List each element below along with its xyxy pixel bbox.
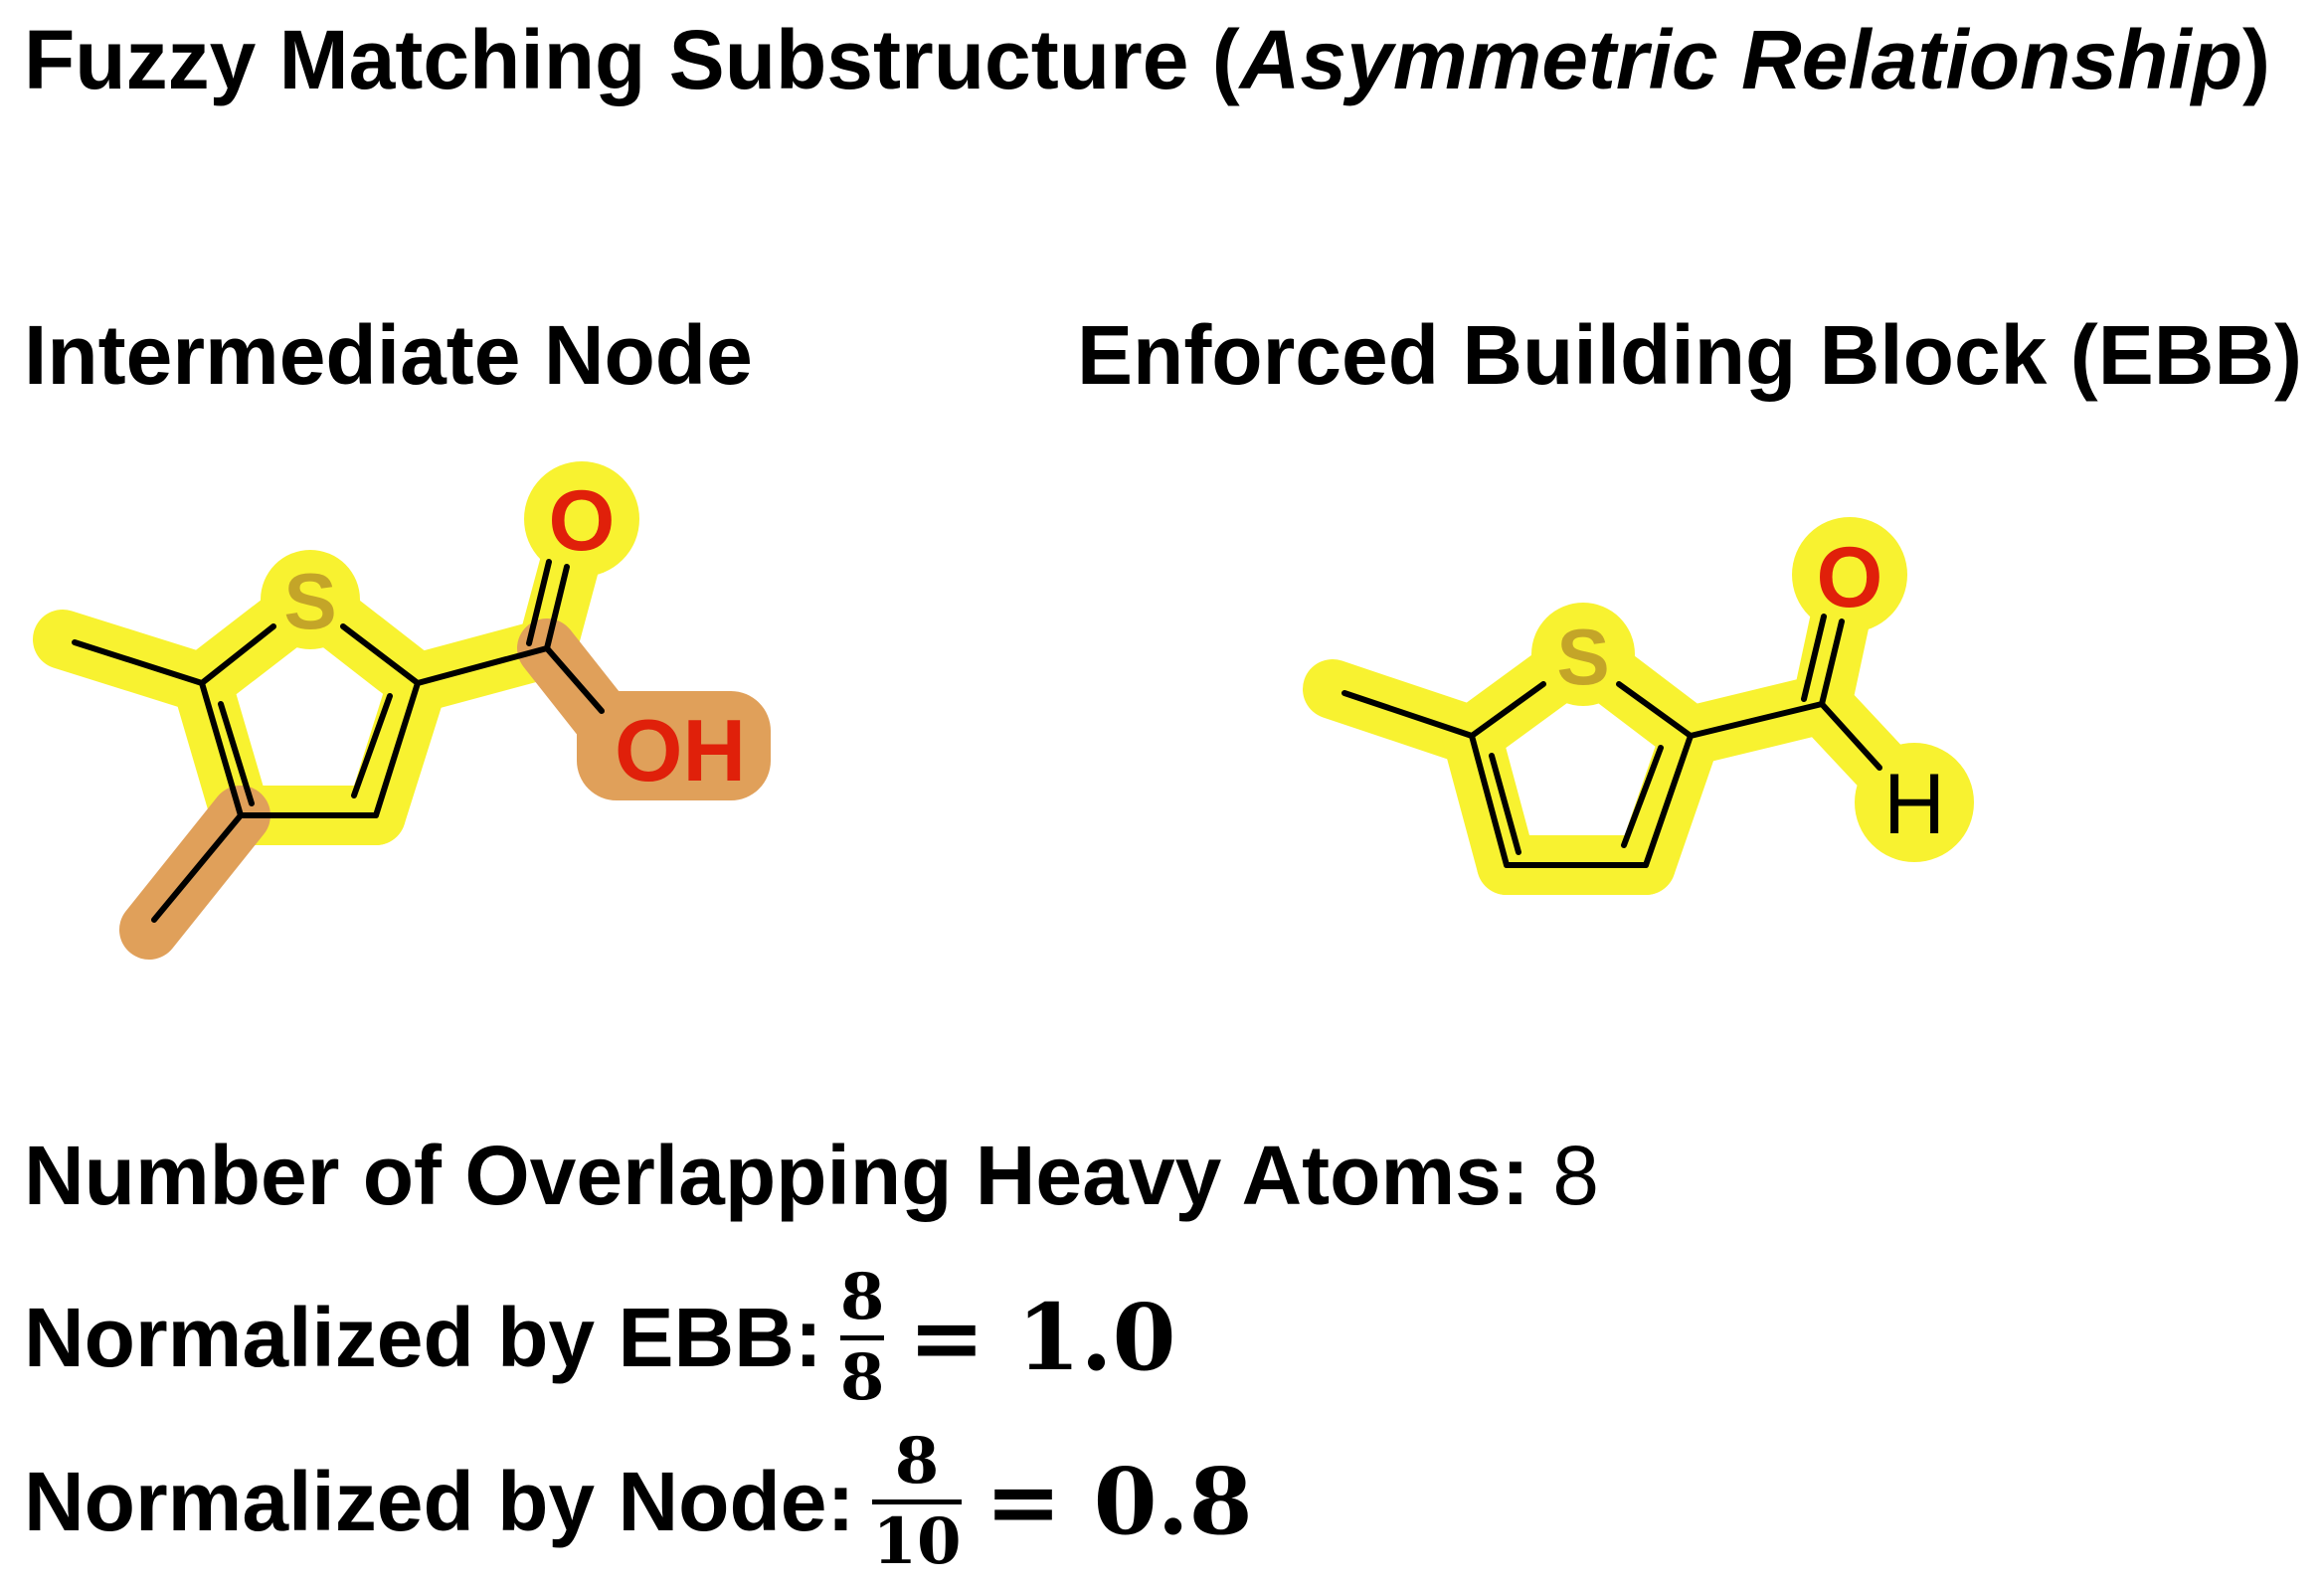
ebb-label: Enforced Building Block (EBB) — [1077, 308, 2303, 402]
node-hydroxyl-group: OH — [615, 701, 746, 799]
normalized-by-ebb-label: Normalized by EBB: — [24, 1291, 822, 1384]
normalized-by-node-label: Normalized by Node: — [24, 1455, 855, 1548]
node-molecule: S O OH — [33, 461, 771, 960]
ebb-fraction-bar — [839, 1334, 885, 1340]
title-main: Fuzzy Matching Substructure ( — [24, 13, 1240, 106]
ebb-fraction-denominator: 8 — [839, 1339, 885, 1415]
node-sulfur-highlight — [261, 550, 360, 649]
title-italic: Asymmetric Relationship — [1239, 13, 2243, 106]
node-fraction-bar — [872, 1499, 962, 1504]
ebb-sulfur-highlight — [1531, 603, 1635, 706]
ebb-carbonyl-oxygen-atom: O — [1817, 530, 1883, 625]
ebb-hydrogen-atom: H — [1883, 757, 1945, 852]
node-result: = 0.8 — [984, 1448, 1253, 1555]
node-bonds — [72, 559, 605, 923]
node-fraction-numerator: 8 — [894, 1424, 940, 1499]
ebb-result: = 1.0 — [908, 1284, 1176, 1391]
ebb-fraction-numerator: 8 — [839, 1260, 885, 1335]
title-close: ) — [2242, 13, 2270, 106]
node-carbonyl-oxygen-atom: O — [549, 473, 616, 569]
node-oxygen-highlight — [524, 461, 639, 577]
ebb-molecule: S O H — [1303, 517, 1974, 895]
overlap-count-value: 8 — [1552, 1129, 1599, 1222]
normalized-by-node-line: Normalized by Node: 8 10 = 0.8 — [24, 1422, 1253, 1581]
ebb-hydrogen-highlight — [1855, 743, 1974, 862]
normalized-by-ebb-line: Normalized by EBB: 8 8 = 1.0 — [24, 1263, 1176, 1412]
node-hydroxyl-highlight — [577, 691, 771, 800]
ebb-bonds — [1341, 614, 1882, 868]
page-title: Fuzzy Matching Substructure (Asymmetric … — [24, 18, 2270, 101]
node-sulfur-atom: S — [283, 557, 336, 645]
ebb-sulfur-atom: S — [1556, 613, 1609, 701]
ebb-fraction: 8 8 — [839, 1260, 885, 1415]
overlap-count-line: Number of Overlapping Heavy Atoms: 8 — [24, 1134, 1599, 1217]
ebb-oxygen-highlight — [1792, 517, 1907, 632]
node-fraction: 8 10 — [872, 1424, 962, 1579]
intermediate-node-label: Intermediate Node — [24, 308, 753, 402]
node-fraction-denominator: 10 — [872, 1503, 962, 1579]
overlap-count-label: Number of Overlapping Heavy Atoms: — [24, 1129, 1553, 1222]
